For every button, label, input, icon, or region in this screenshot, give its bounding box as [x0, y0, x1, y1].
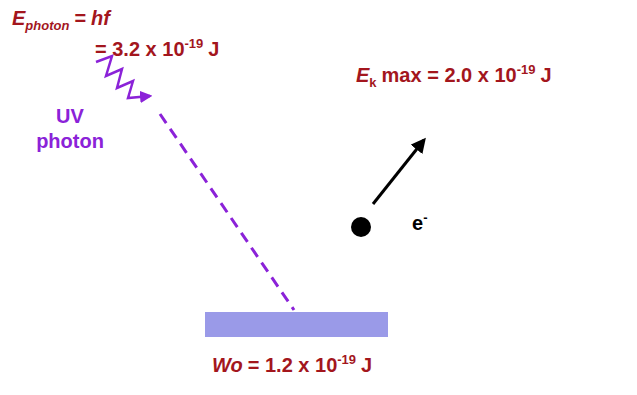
- kinetic-energy-value: Ek max = 2.0 x 10-19 J: [356, 62, 552, 90]
- work-function-value: Wo= 1.2 x 10-19 J: [212, 352, 372, 377]
- label-text: UV photon: [36, 105, 104, 152]
- label-text: hf: [91, 7, 110, 29]
- photon-name: UV photon: [28, 104, 112, 154]
- label-text: k: [369, 75, 376, 90]
- label-text: -19: [517, 62, 536, 77]
- label-text: = 1.2 x 10: [248, 354, 338, 376]
- label-text: Wo: [212, 354, 243, 376]
- label-text: J: [208, 38, 219, 60]
- label-text: -19: [185, 36, 204, 51]
- electron-label: e-: [412, 210, 427, 235]
- label-text: J: [540, 64, 551, 86]
- electron-arrow: [373, 140, 424, 204]
- photon-path: [160, 114, 294, 310]
- label-text: J: [361, 354, 372, 376]
- label-text: photon: [25, 18, 69, 33]
- label-text: = 3.2 x 10: [95, 38, 185, 60]
- label-text: -: [423, 210, 427, 225]
- label-text: E: [356, 64, 369, 86]
- label-text: max = 2.0 x 10: [382, 64, 517, 86]
- electron-dot: [351, 217, 371, 237]
- photon-energy-formula: Ephoton =hf: [12, 6, 110, 34]
- label-text: =: [74, 7, 86, 29]
- label-text: -19: [337, 352, 356, 367]
- label-text: E: [12, 7, 25, 29]
- metal-plate: [205, 312, 388, 337]
- label-text: e: [412, 212, 423, 234]
- photon-wave: [96, 56, 150, 98]
- photon-energy-value: = 3.2 x 10-19 J: [95, 36, 219, 61]
